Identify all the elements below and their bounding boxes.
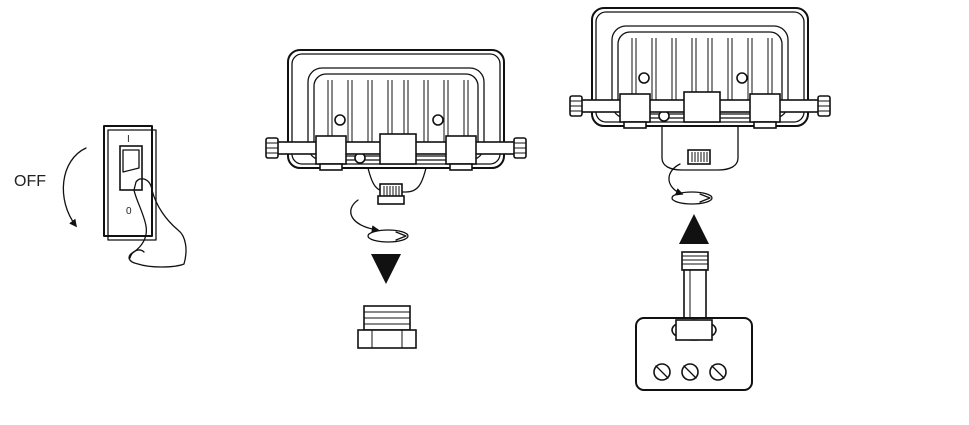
adjust-knob-icon: [653, 363, 727, 381]
rotate-down-arrow-icon: [62, 147, 87, 228]
off-label: OFF: [14, 173, 46, 190]
step2-lamp: [265, 49, 527, 205]
switch-off-mark: 0: [126, 206, 132, 217]
screw-circle-icon: [671, 191, 713, 205]
unscrew-circle-icon: [367, 229, 409, 243]
removed-plug: [357, 305, 417, 349]
switch-on-mark: I: [127, 134, 130, 145]
step1-switch: OFF I 0: [14, 125, 187, 268]
hand-icon: [128, 178, 187, 268]
rotate-arrow-icon-2: [668, 163, 684, 196]
rotate-arrow-icon: [350, 199, 380, 233]
sensor-module: [635, 251, 753, 391]
step3-lamp: [569, 7, 831, 171]
